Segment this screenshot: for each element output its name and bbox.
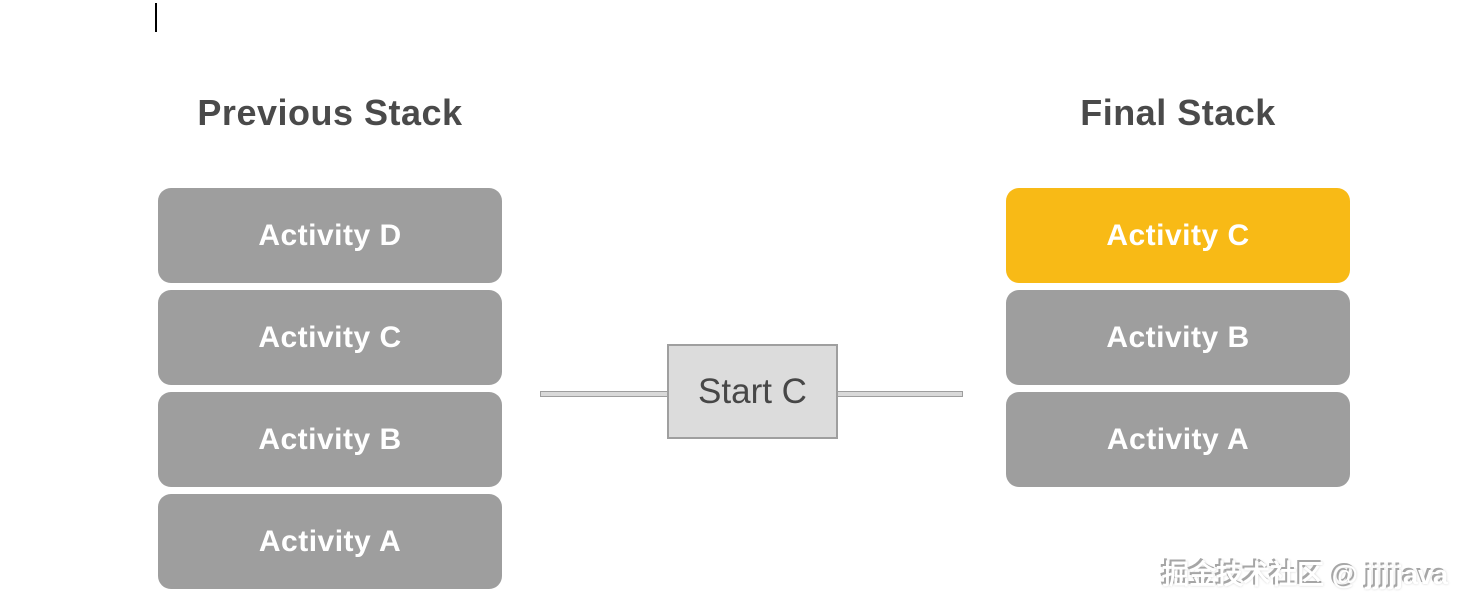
final-stack-title: Final Stack [1080, 92, 1276, 133]
final-stack-box-activity-a: Activity A [1006, 392, 1350, 487]
activity-label: Activity C [1106, 218, 1250, 252]
activity-label: Activity C [258, 320, 402, 354]
previous-stack-title: Previous Stack [197, 92, 463, 133]
activity-label: Activity B [258, 422, 402, 456]
final-stack-box-activity-c-highlighted: Activity C [1006, 188, 1350, 283]
final-stack-box-activity-b: Activity B [1006, 290, 1350, 385]
activity-label: Activity A [1106, 422, 1250, 456]
start-c-label: Start C [698, 371, 807, 411]
start-c-action-box: Start C [667, 344, 838, 439]
text-cursor [155, 3, 157, 32]
previous-stack: Activity D Activity C Activity B Activit… [158, 188, 502, 596]
previous-stack-box-activity-b: Activity B [158, 392, 502, 487]
activity-label: Activity A [258, 524, 402, 558]
activity-label: Activity B [1106, 320, 1250, 354]
previous-stack-box-activity-a: Activity A [158, 494, 502, 589]
activity-label: Activity D [258, 218, 402, 252]
watermark: 掘金技术社区 @ jjjjjava [1162, 560, 1448, 590]
final-stack: Activity C Activity B Activity A [1006, 188, 1350, 494]
previous-stack-box-activity-c: Activity C [158, 290, 502, 385]
previous-stack-box-activity-d: Activity D [158, 188, 502, 283]
